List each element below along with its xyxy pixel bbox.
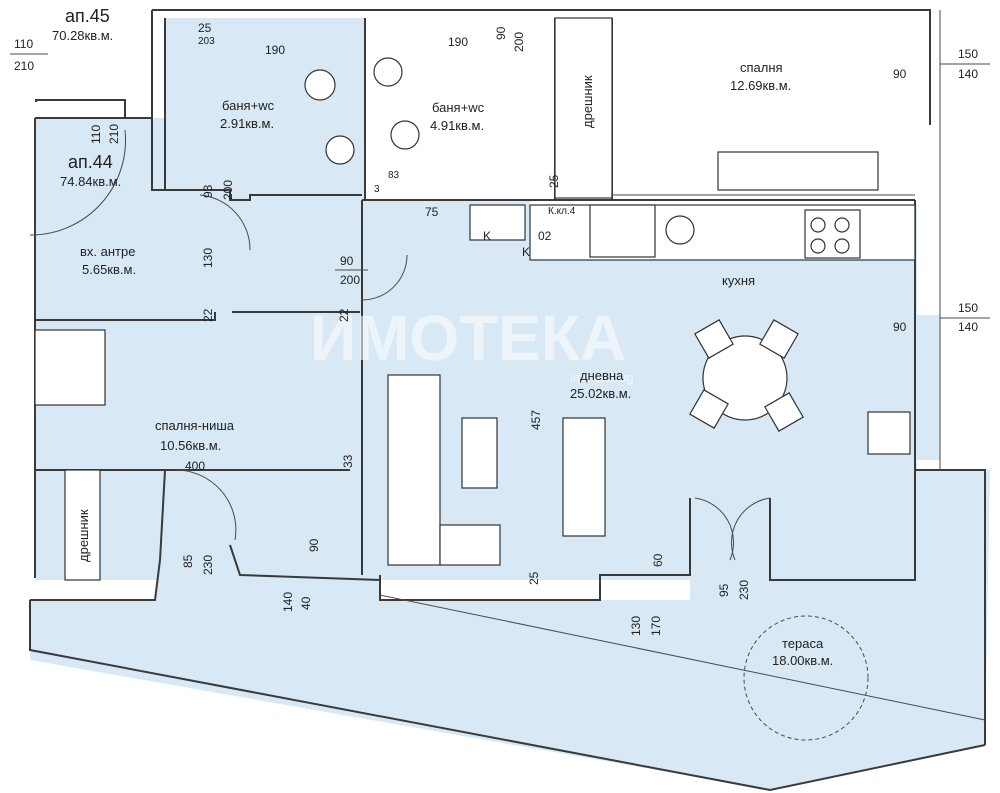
dimension-label: 230 [201,555,215,575]
dimension-label: 33 [341,454,355,468]
bath2-name: баня+wc [432,100,485,115]
dimension-label: 140 [281,592,295,612]
living-name: дневна [580,368,624,383]
dimension-label: 210 [107,124,121,144]
ap44-name: ап.44 [68,152,113,172]
dimension-label: 90 [494,26,508,40]
kitchen-name: кухня [722,273,755,288]
dimension-label: 25 [198,21,212,35]
terrace-circle [743,615,869,741]
dimension-label: 3 [374,184,380,195]
dimension-label: 90 [340,254,354,268]
dimension-label: 230 [737,580,751,600]
dimension-label: 90 [893,320,907,334]
room-fills [30,18,990,790]
dimension-label: 150 [958,301,978,315]
bedroom-name: спалня [740,60,783,75]
sink [589,204,656,258]
entry-area: 5.65кв.м. [82,262,136,277]
watermark-site: imoteka.bg [570,370,634,385]
dimension-labels: 110 210 110 210 25 203 190 190 90 200 15… [10,21,990,636]
dimension-label: 02 [538,229,552,243]
dimension-label: 200 [221,180,235,200]
dimension-label: 457 [529,410,543,430]
ap45-area: 70.28кв.м. [52,28,113,43]
dimension-label: 90 [307,538,321,552]
dimension-label: 40 [299,596,313,610]
cooktop-fan [665,215,695,245]
dimension-label: 95 [717,583,731,597]
entry-name: вх. антре [80,244,135,259]
toilet-1 [304,69,336,101]
dimension-label: 190 [265,43,285,57]
wardrobe-left [64,469,101,581]
dimension-label: 150 [958,47,978,61]
dimension-label: 25 [527,571,541,585]
dimension-label: 200 [512,32,526,52]
dimension-label: 83 [388,170,400,181]
dimension-label: 22 [337,308,351,322]
dimension-label: 140 [958,67,978,81]
dimension-label: 130 [629,616,643,636]
door-arcs [29,129,771,561]
dimension-label: 85 [181,554,195,568]
bed-furniture [717,151,879,191]
dimension-label: 140 [958,320,978,334]
bath1-name: баня+wc [222,98,275,113]
dimension-label: 93 [201,184,215,198]
dimension-label: 25 [547,174,561,188]
dimension-label: 400 [185,459,205,473]
terrace-name: тераса [782,636,824,651]
niche-bed [34,329,106,406]
bath2-area: 4.91кв.м. [430,118,484,133]
dimension-label: 210 [14,59,34,73]
dimension-label: К.кл.4 [548,206,576,217]
dimension-label: 22 [201,308,215,322]
dimension-label: K [483,229,491,243]
sink-1 [325,135,355,165]
ap44-area: 74.84кв.м. [60,174,121,189]
dimension-label: 170 [649,616,663,636]
walls [29,9,986,792]
living-area: 25.02кв.м. [570,386,631,401]
wardrobe-top [554,17,613,199]
niche-area: 10.56кв.м. [160,438,221,453]
dimension-label: 203 [198,36,215,47]
sink-2 [373,57,403,87]
dimension-label: K [522,245,530,259]
terrace-area: 18.00кв.м. [772,653,833,668]
dimension-label: 200 [340,273,360,287]
ap45-name: ап.45 [65,6,110,26]
dimension-label: 110 [14,37,33,51]
toilet-2 [390,120,420,150]
closet-left-name: дрешник [76,509,91,562]
closet-top-name: дрешник [580,75,595,128]
bedroom-area: 12.69кв.м. [730,78,791,93]
dimension-label: 130 [201,248,215,268]
sofa [387,374,441,566]
furniture [34,17,916,581]
dimension-label: 110 [89,125,103,144]
dimension-label: 190 [448,35,468,49]
dimension-label: 75 [425,205,439,219]
dimension-label: 60 [651,553,665,567]
tv-stand [562,417,606,537]
dining-table [702,335,788,421]
bath1-area: 2.91кв.м. [220,116,274,131]
dimension-label: 90 [893,67,907,81]
coffee-table [461,417,498,489]
fireplace [867,411,911,455]
niche-name: спалня-ниша [155,418,235,433]
watermark-brand: ИМОТЕКА [310,302,626,374]
